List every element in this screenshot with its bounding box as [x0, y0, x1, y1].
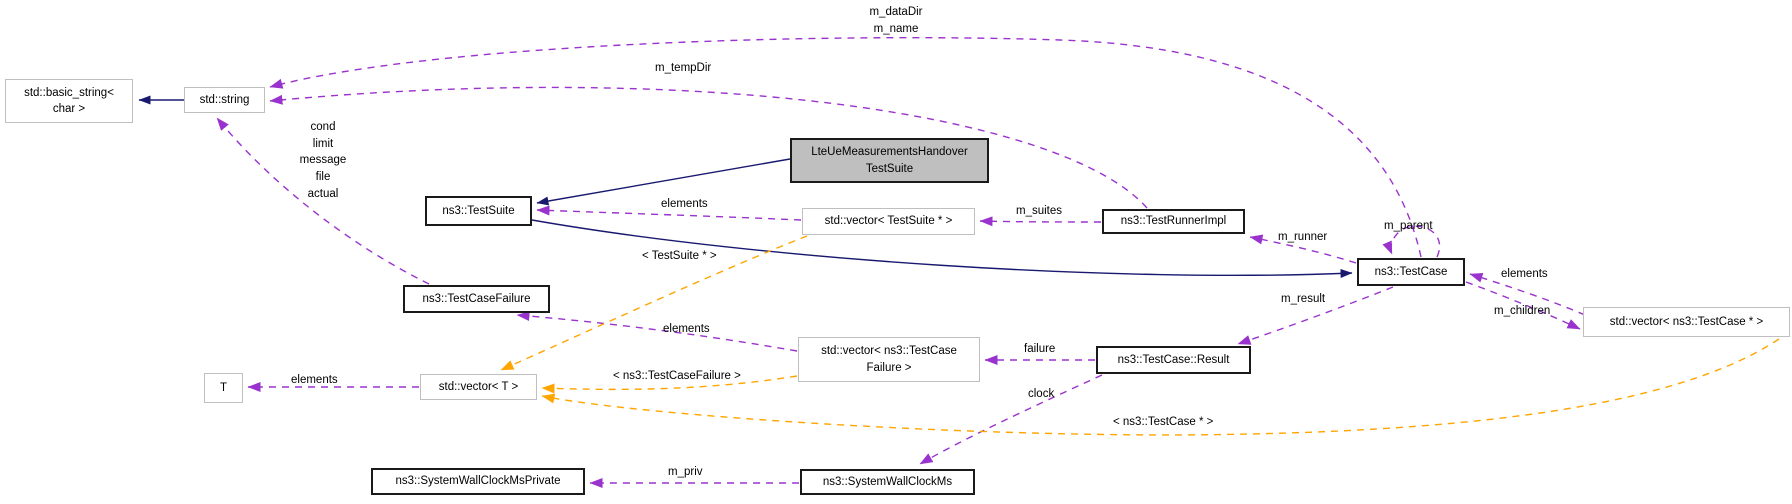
edge-elements-testcasefailure	[516, 311, 798, 352]
edge-label-m-tempdir: m_tempDir	[655, 62, 712, 74]
edge-label-elements-testcase: elements	[1501, 268, 1548, 280]
edge-label-m-runner: m_runner	[1278, 231, 1328, 243]
edge-cond-limit-message-file-actual	[216, 117, 430, 285]
edge-m-parent-self-loop	[1382, 225, 1441, 258]
edge-label-elements-testsuite: elements	[661, 198, 708, 210]
edge-lteue-inherits-testsuite	[536, 158, 791, 206]
edge-label-template-testsuite-ptr: < TestSuite * >	[642, 250, 717, 262]
edge-elements-testcase	[1469, 272, 1586, 316]
edge-label-m-result: m_result	[1281, 293, 1326, 305]
node-std-vector-ns3-testcase-ptr[interactable]: std::vector< ns3::TestCase * >	[1583, 307, 1790, 337]
edge-elements-testsuite	[536, 205, 802, 221]
node-std-string[interactable]: std::string	[184, 87, 265, 113]
node-std-vector-testsuite-ptr[interactable]: std::vector< TestSuite * >	[802, 208, 975, 235]
edge-m-result	[1237, 286, 1394, 345]
edge-label-m-priv: m_priv	[668, 466, 703, 478]
node-std-vector-t[interactable]: std::vector< T >	[420, 374, 537, 400]
edge-m-suites	[979, 216, 1102, 227]
node-ns3-testcase[interactable]: ns3::TestCase	[1357, 258, 1465, 286]
edge-template-testsuite-ptr	[500, 235, 808, 371]
edge-label-m-parent: m_parent	[1384, 220, 1433, 232]
edge-label-m-datadir-m-name: m_dataDir m_name	[869, 6, 923, 35]
edge-label-template-testcasefailure: < ns3::TestCaseFailure >	[613, 370, 741, 382]
edge-clock	[919, 374, 1103, 465]
edge-label-m-suites: m_suites	[1016, 205, 1063, 217]
edge-label-elements-testcasefailure: elements	[663, 323, 710, 335]
edge-m-children	[1465, 281, 1581, 330]
edge-label-template-testcase-ptr: < ns3::TestCase * >	[1113, 416, 1214, 428]
node-ns3-testcasefailure[interactable]: ns3::TestCaseFailure	[403, 285, 550, 313]
node-std-vector-ns3-testcasefailure[interactable]: std::vector< ns3::TestCase Failure >	[798, 337, 980, 382]
edge-template-testcasefailure	[541, 375, 798, 394]
edge-label-cond-limit-message-file-actual: cond limit message file actual	[299, 121, 347, 200]
edge-template-testcase-ptr	[541, 338, 1780, 436]
node-lteue-measurements-handover-testsuite: LteUeMeasurementsHandover TestSuite	[790, 138, 989, 183]
node-std-basic-string[interactable]: std::basic_string< char >	[5, 79, 133, 123]
node-ns3-testsuite[interactable]: ns3::TestSuite	[425, 196, 532, 226]
edge-label-clock: clock	[1028, 388, 1055, 400]
edge-m-datadir-m-name	[269, 37, 1422, 258]
node-ns3-systemwallclockms[interactable]: ns3::SystemWallClockMs	[800, 469, 975, 495]
edge-m-tempdir	[269, 86, 1148, 209]
edge-label-failure: failure	[1024, 343, 1056, 355]
edge-m-runner	[1249, 234, 1357, 264]
node-ns3-testcase-result[interactable]: ns3::TestCase::Result	[1096, 346, 1251, 374]
node-ns3-testrunnerimpl[interactable]: ns3::TestRunnerImpl	[1102, 209, 1245, 234]
edge-testsuite-inherits-testcase	[531, 219, 1353, 278]
edge-label-elements-t: elements	[291, 374, 338, 386]
edge-label-m-children: m_children	[1494, 305, 1551, 317]
node-ns3-systemwallclockmsprivate[interactable]: ns3::SystemWallClockMsPrivate	[371, 468, 585, 495]
node-t[interactable]: T	[204, 373, 243, 403]
